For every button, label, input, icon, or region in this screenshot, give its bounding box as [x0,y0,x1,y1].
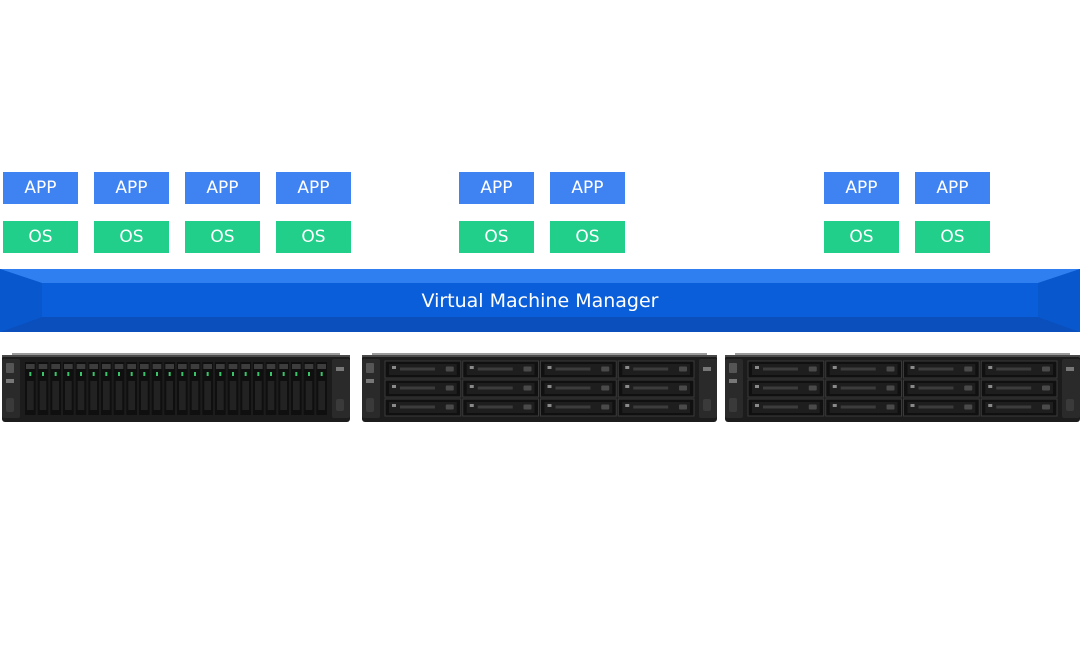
nas-12-bay-icon [725,353,1080,424]
os-box: OS [550,221,625,253]
app-box: APP [824,172,899,204]
nas-12-bay-drawing [725,353,1080,422]
manager-bar-bevel [0,269,1080,332]
nas-12-bay-icon [362,353,717,424]
os-box: OS [276,221,351,253]
virtual-machine-manager-bar: Virtual Machine Manager [0,269,1080,332]
nas-24-bay-icon [2,353,350,424]
os-box: OS [459,221,534,253]
app-box: APP [276,172,351,204]
os-box: OS [824,221,899,253]
os-box: OS [915,221,990,253]
os-box: OS [185,221,260,253]
os-box: OS [94,221,169,253]
app-box: APP [459,172,534,204]
app-box: APP [185,172,260,204]
os-box: OS [3,221,78,253]
nas-12-bay-drawing [362,353,717,422]
manager-label: Virtual Machine Manager [421,289,659,312]
app-box: APP [3,172,78,204]
app-box: APP [915,172,990,204]
app-box: APP [94,172,169,204]
nas-24-bay-drawing [2,353,350,422]
app-box: APP [550,172,625,204]
